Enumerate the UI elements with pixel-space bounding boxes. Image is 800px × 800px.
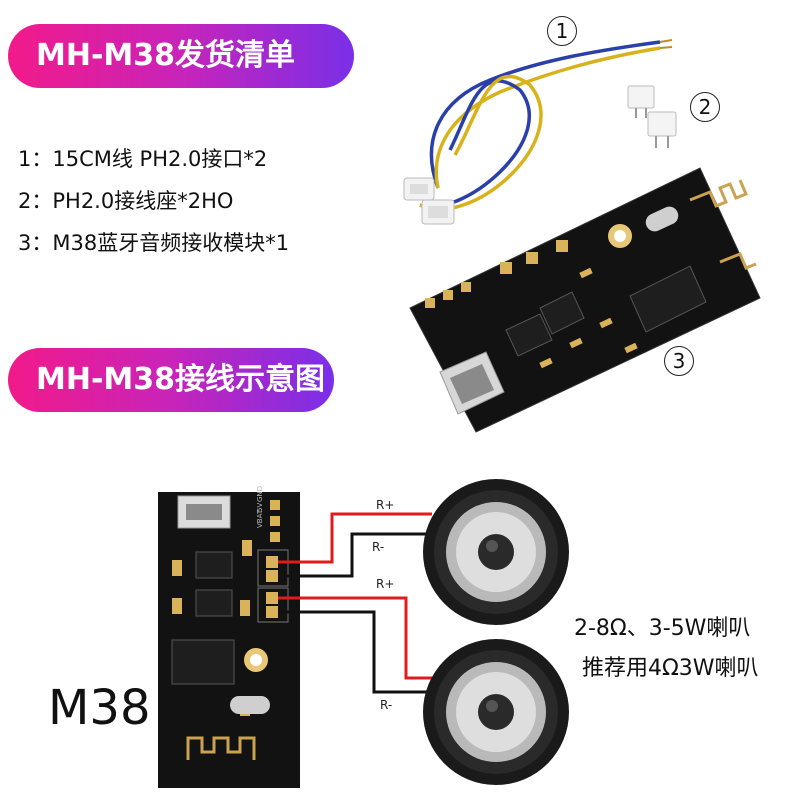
list-item: 2：PH2.0接线座*2HO [18,189,234,213]
pin-label-gnd: GND [256,486,264,502]
module-board-image [409,167,761,433]
wire-label-r1-plus: R+ [376,498,394,512]
callout-1: 1 [547,16,577,46]
packing-list: 1：15CM线 PH2.0接口*2 2：PH2.0接线座*2HO 3：M38蓝牙… [18,138,289,264]
list-item: 3：M38蓝牙音频接收模块*1 [18,231,290,255]
wire-label-r1-minus: R- [372,540,384,554]
speaker-spec-line1: 2-8Ω、3-5W喇叭 [574,616,751,641]
wiring-diagram-title: MH-M38接线示意图 [8,348,334,412]
speaker-spec-line2: 推荐用4Ω3W喇叭 [582,656,759,681]
list-item: 1：15CM线 PH2.0接口*2 [18,147,268,171]
model-label: M38 [48,680,151,736]
speaker-2-image [423,639,569,785]
module-board-diagram: VBAT 5V GND [158,486,300,788]
wire-label-r2-plus: R+ [376,577,394,591]
speaker-1-image [423,479,569,625]
wires [278,512,432,694]
socket-image [627,85,677,148]
pin-label-vbat: VBAT [256,509,264,528]
callout-3: 3 [664,346,694,376]
callout-2: 2 [690,92,720,122]
cable-image [403,39,673,225]
pin-label-5v: 5V [256,503,264,512]
wire-label-r2-minus: R- [380,698,392,712]
packing-list-title: MH-M38发货清单 [8,24,354,88]
